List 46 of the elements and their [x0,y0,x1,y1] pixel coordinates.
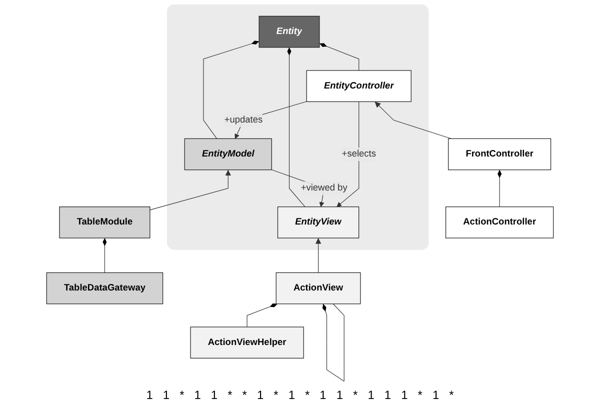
class-box: TableDataGateway [46,272,164,304]
connector [374,101,452,139]
multiplicity-label: * [305,388,310,402]
connector [322,304,328,343]
multiplicity-label: * [228,388,232,402]
multiplicity-label: 1 [384,388,392,402]
connector [332,304,344,382]
multiplicity-label: * [449,388,454,402]
multiplicity-label: 1 [368,388,374,402]
multiplicity-label: 1 [146,388,153,402]
class-box: EntityModel [184,138,272,170]
multiplicity-label: * [180,388,184,402]
multiplicity-label: 1 [288,388,295,402]
multiplicity-label: 1 [432,388,440,402]
connector [150,170,232,210]
connector [319,43,360,71]
multiplicity-label: 1 [210,388,218,402]
multiplicity-label: * [274,388,278,402]
connector [315,238,322,273]
class-box: ActionController [446,206,554,238]
class-box: FrontController [448,138,552,170]
connector [287,47,306,208]
connector [203,40,260,139]
edge-label: +updates [224,114,263,125]
connector [102,238,107,273]
edge-label: +viewed by [300,183,348,193]
multiplicity-label: 1 [320,388,326,402]
multiplicity-label: 1 [162,388,170,402]
multiplicity-label: 1 [194,388,201,402]
class-box: TableModule [59,206,150,238]
connector [498,170,502,208]
multiplicity-label: 1 [336,388,344,402]
multiplicity-label: * [353,388,358,402]
edge-label: +selects [342,149,376,159]
multiplicity-label: * [242,388,247,402]
class-box: Entity [258,16,320,48]
class-box: ActionView [276,272,361,304]
class-box: EntityView [277,206,360,238]
connector [246,303,278,328]
multiplicity-label: 1 [401,388,408,402]
class-box: ActionViewHelper [190,326,304,358]
multiplicity-label: * [418,388,422,402]
connector [336,101,360,208]
multiplicity-label: 1 [256,388,264,402]
connector [326,342,344,382]
class-box: EntityController [306,70,412,102]
